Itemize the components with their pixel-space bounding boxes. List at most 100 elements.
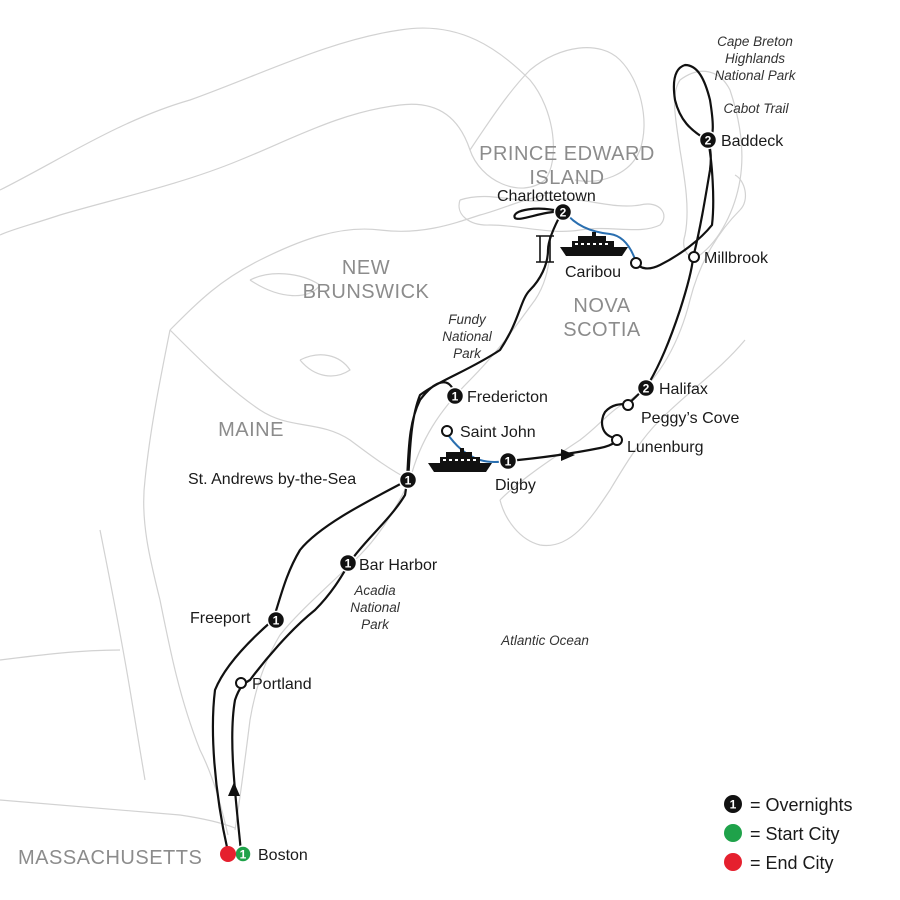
legend-start-symbol — [724, 824, 742, 842]
marker-st-andrews-overnights: 1 — [405, 474, 412, 488]
marker-halifax[interactable]: 2 — [636, 378, 656, 398]
marker-digby[interactable]: 1 — [498, 451, 518, 471]
nova-scotia-south-coast — [499, 339, 746, 547]
quebec-border — [169, 194, 546, 331]
massachusetts-border — [0, 799, 236, 829]
nova-scotia-coast — [499, 174, 747, 501]
route-digby-to-halifax — [506, 63, 715, 463]
marker-fredericton[interactable]: 1 — [445, 386, 465, 406]
legend-end-label: = End City — [750, 853, 834, 873]
city-label-freeport: Freeport — [190, 610, 251, 627]
region-label-massachusetts: MASSACHUSETTS — [18, 847, 202, 869]
park-label-cape-breton-line3: National Park — [714, 68, 796, 83]
maine-coast — [234, 479, 411, 831]
arrow-eastbound-icon — [561, 449, 575, 461]
gaspe-coast — [469, 47, 645, 182]
ocean-label: Atlantic Ocean — [500, 633, 589, 648]
marker-freeport-overnights: 1 — [273, 614, 280, 628]
legend-overnights-label: = Overnights — [750, 795, 853, 815]
vermont-nh-border — [99, 529, 146, 781]
marker-halifax-overnights: 2 — [643, 382, 650, 396]
park-label-fundy-line3: Park — [453, 346, 482, 361]
driving-route — [211, 63, 715, 854]
ferry-icon-bay-of-fundy — [428, 448, 492, 472]
city-label-baddeck: Baddeck — [721, 133, 784, 150]
region-label-ns-line2: SCOTIA — [563, 319, 641, 341]
city-label-fredericton: Fredericton — [467, 389, 548, 406]
marker-st-andrews[interactable]: 1 — [398, 470, 418, 490]
city-label-caribou: Caribou — [565, 264, 621, 281]
city-label-peggys-cove: Peggy’s Cove — [641, 410, 740, 427]
city-label-millbrook: Millbrook — [704, 250, 769, 267]
park-label-cape-breton-line1: Cape Breton — [717, 34, 793, 49]
marker-digby-overnights: 1 — [505, 455, 512, 469]
marker-caribou[interactable] — [630, 257, 642, 269]
region-label-pei-line2: ISLAND — [529, 167, 604, 189]
arrow-northbound-icon — [228, 782, 240, 796]
region-label-ns-line1: NOVA — [573, 295, 630, 317]
ferry-route-charlottetown-caribou — [564, 211, 637, 263]
marker-baddeck-overnights: 2 — [705, 134, 712, 148]
cape-breton-outline — [673, 70, 743, 258]
direction-arrows — [228, 449, 575, 796]
marker-portland[interactable] — [235, 677, 247, 689]
marker-bar-harbor-overnights: 1 — [345, 557, 352, 571]
marker-boston-overnights: 1 — [240, 848, 247, 862]
marker-charlottetown-overnights: 2 — [560, 206, 567, 220]
route-boston-to-baddeck — [231, 207, 564, 854]
marker-saint-john[interactable] — [441, 425, 453, 437]
city-label-halifax: Halifax — [659, 381, 708, 398]
park-label-cape-breton-line2: Highlands — [725, 51, 785, 66]
region-label-nb-line2: BRUNSWICK — [303, 281, 430, 303]
legend-start-row: = Start City — [724, 824, 840, 844]
city-label-boston: Boston — [258, 847, 308, 864]
marker-peggys-cove[interactable] — [622, 399, 634, 411]
legend-overnights-number: 1 — [730, 798, 737, 812]
city-labels: Boston Portland Freeport Bar Harbor St. … — [188, 133, 784, 864]
city-label-digby: Digby — [495, 477, 536, 494]
legend-overnights-row: 1 = Overnights — [724, 795, 853, 815]
park-label-acadia-line2: National — [350, 600, 401, 615]
legend: 1 = Overnights = Start City = End City — [724, 795, 853, 873]
city-label-portland: Portland — [252, 676, 312, 693]
marker-boston-overnight[interactable]: 1 — [234, 845, 252, 863]
legend-end-symbol — [724, 853, 742, 871]
maine-quebec-border — [143, 329, 171, 601]
park-label-fundy-line1: Fundy — [448, 312, 487, 327]
legend-start-label: = Start City — [750, 824, 840, 844]
marker-bar-harbor[interactable]: 1 — [338, 553, 358, 573]
nh-maine-border — [159, 599, 229, 836]
city-markers: 1 1 1 1 1 1 2 2 — [220, 130, 718, 863]
legend-end-row: = End City — [724, 853, 834, 873]
region-label-nb-line1: NEW — [342, 257, 390, 279]
nb-coast — [409, 254, 551, 481]
marker-charlottetown[interactable]: 2 — [553, 202, 573, 222]
city-label-st-andrews: St. Andrews by-the-Sea — [188, 471, 356, 488]
ferry-icon-northumberland-strait — [560, 232, 628, 256]
park-label-cabot-trail: Cabot Trail — [723, 101, 789, 116]
marker-baddeck[interactable]: 2 — [698, 130, 718, 150]
region-labels: PRINCE EDWARD ISLAND NEW BRUNSWICK NOVA … — [18, 143, 655, 869]
route-freeport-to-boston — [211, 618, 275, 854]
inland-lake-2 — [299, 354, 351, 377]
region-label-pei-line1: PRINCE EDWARD — [479, 143, 655, 165]
city-label-bar-harbor: Bar Harbor — [359, 557, 438, 574]
pei-outline — [458, 195, 665, 232]
park-label-acadia-line1: Acadia — [353, 583, 396, 598]
city-label-charlottetown: Charlottetown — [497, 188, 596, 205]
park-label-fundy-line2: National — [442, 329, 493, 344]
map-borders — [0, 27, 747, 836]
park-labels: Cape Breton Highlands National Park Cabo… — [350, 34, 797, 648]
bridge-icon — [536, 235, 554, 263]
marker-freeport[interactable]: 1 — [266, 610, 286, 630]
marker-lunenburg[interactable] — [611, 434, 623, 446]
legend-overnights-symbol — [724, 795, 742, 813]
city-label-saint-john: Saint John — [460, 424, 536, 441]
marker-millbrook[interactable] — [688, 251, 700, 263]
region-label-maine: MAINE — [218, 419, 284, 441]
marker-fredericton-overnights: 1 — [452, 390, 459, 404]
marker-boston-end[interactable] — [220, 846, 236, 862]
inland-lake-1 — [249, 273, 321, 297]
city-label-lunenburg: Lunenburg — [627, 439, 704, 456]
